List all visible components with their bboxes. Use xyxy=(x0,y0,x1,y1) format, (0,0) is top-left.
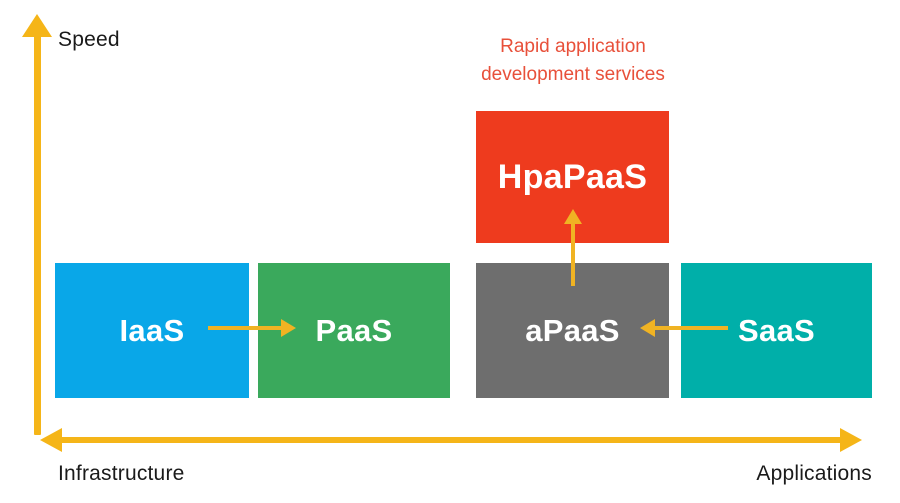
annotation-rapid-application-development: Rapid application development services xyxy=(455,33,691,89)
arrow-shaft xyxy=(655,326,728,330)
arrow-head xyxy=(281,319,296,337)
y-axis-line xyxy=(34,30,41,435)
service-box-iaas[interactable]: IaaS xyxy=(55,263,249,398)
arrow-shaft xyxy=(208,326,283,330)
annotation-line-2: development services xyxy=(481,64,665,85)
arrow-head xyxy=(640,319,655,337)
x-axis-label-infrastructure: Infrastructure xyxy=(58,462,185,485)
service-box-saas[interactable]: SaaS xyxy=(681,263,872,398)
y-axis-arrowhead-icon xyxy=(22,14,52,37)
x-axis-label-applications: Applications xyxy=(756,462,872,485)
x-axis-line xyxy=(55,437,845,443)
arrow-shaft xyxy=(571,223,575,286)
x-axis-arrowhead-right-icon xyxy=(840,428,862,452)
x-axis-arrowhead-left-icon xyxy=(40,428,62,452)
annotation-line-1: Rapid application xyxy=(500,36,646,57)
y-axis-label-speed: Speed xyxy=(58,28,120,51)
arrow-head xyxy=(564,209,582,224)
